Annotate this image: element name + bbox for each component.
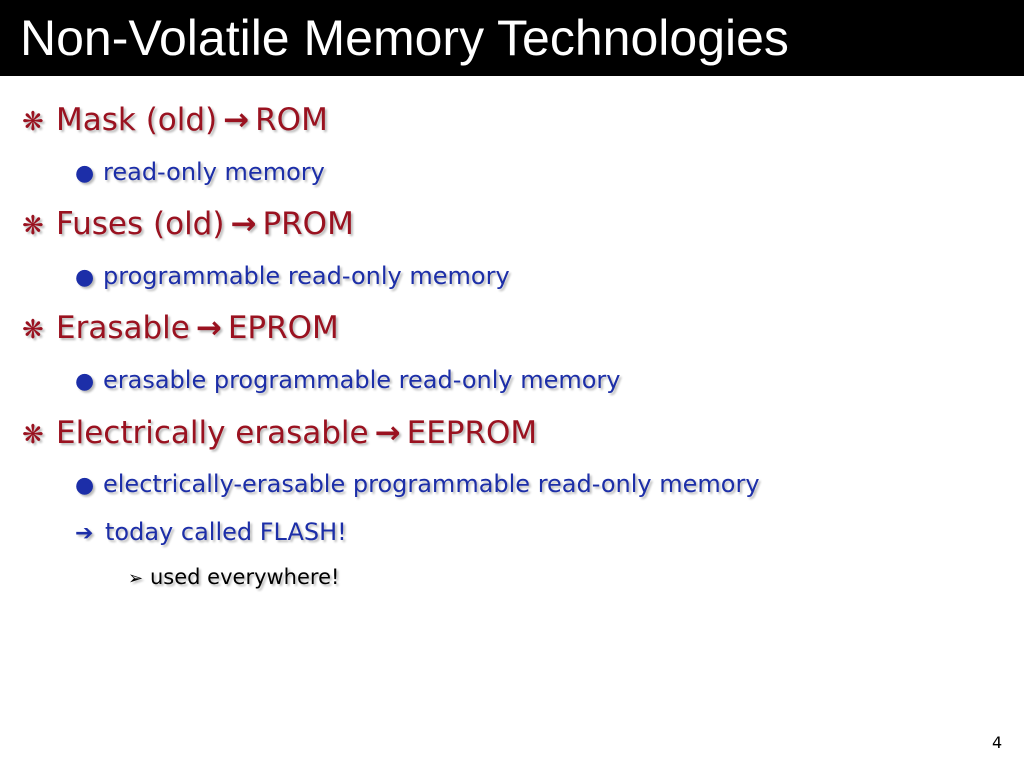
page-number: 4: [992, 733, 1003, 752]
title-bar: Non-Volatile Memory Technologies: [0, 0, 1024, 76]
bullet-mask: ❋ Mask (old)→ROM: [22, 100, 328, 142]
bullet-erasable-target: EPROM: [227, 310, 339, 346]
bullet-erasable-text: Erasable: [56, 310, 190, 346]
chevron-right-icon: ➢: [128, 568, 144, 589]
bullet-mask-sub: ● read-only memory: [75, 156, 325, 190]
dot-bullet-icon: ●: [75, 161, 95, 186]
asterisk-bullet-icon: ❋: [22, 107, 44, 137]
arrow-right-icon: →: [230, 206, 257, 242]
bullet-everywhere: ➢ used everywhere!: [128, 563, 339, 593]
arrow-right-icon: →: [374, 415, 401, 451]
dot-bullet-icon: ●: [75, 473, 95, 498]
bullet-erasable: ❋ Erasable→EPROM: [22, 308, 339, 350]
bullet-fuses-sub: ● programmable read-only memory: [75, 260, 510, 294]
arrow-right-icon: →: [195, 310, 222, 346]
bullet-electrical-target: EEPROM: [406, 415, 538, 451]
dot-bullet-icon: ●: [75, 265, 95, 290]
bullet-fuses: ❋ Fuses (old)→PROM: [22, 204, 354, 246]
bullet-fuses-sub-text: programmable read-only memory: [103, 262, 510, 290]
slide-title: Non-Volatile Memory Technologies: [20, 10, 789, 66]
asterisk-bullet-icon: ❋: [22, 315, 44, 345]
asterisk-bullet-icon: ❋: [22, 211, 44, 241]
bullet-fuses-target: PROM: [262, 206, 354, 242]
asterisk-bullet-icon: ❋: [22, 420, 44, 450]
bullet-mask-target: ROM: [255, 102, 328, 138]
arrow-right-icon: ➔: [75, 521, 94, 546]
bullet-flash-text: today called FLASH!: [105, 518, 347, 546]
bullet-everywhere-text: used everywhere!: [150, 565, 340, 589]
bullet-electrical: ❋ Electrically erasable→EEPROM: [22, 413, 537, 455]
bullet-fuses-text: Fuses (old): [56, 206, 225, 242]
arrow-right-icon: →: [223, 102, 250, 138]
bullet-electrical-text: Electrically erasable: [56, 415, 369, 451]
bullet-mask-sub-text: read-only memory: [103, 158, 325, 186]
dot-bullet-icon: ●: [75, 369, 95, 394]
bullet-erasable-sub: ● erasable programmable read-only memory: [75, 364, 621, 398]
bullet-flash: ➔ today called FLASH!: [75, 516, 347, 550]
bullet-mask-text: Mask (old): [56, 102, 218, 138]
bullet-erasable-sub-text: erasable programmable read-only memory: [103, 366, 621, 394]
bullet-electrical-sub-text: electrically-erasable programmable read-…: [103, 470, 760, 498]
bullet-electrical-sub: ● electrically-erasable programmable read…: [75, 468, 760, 502]
